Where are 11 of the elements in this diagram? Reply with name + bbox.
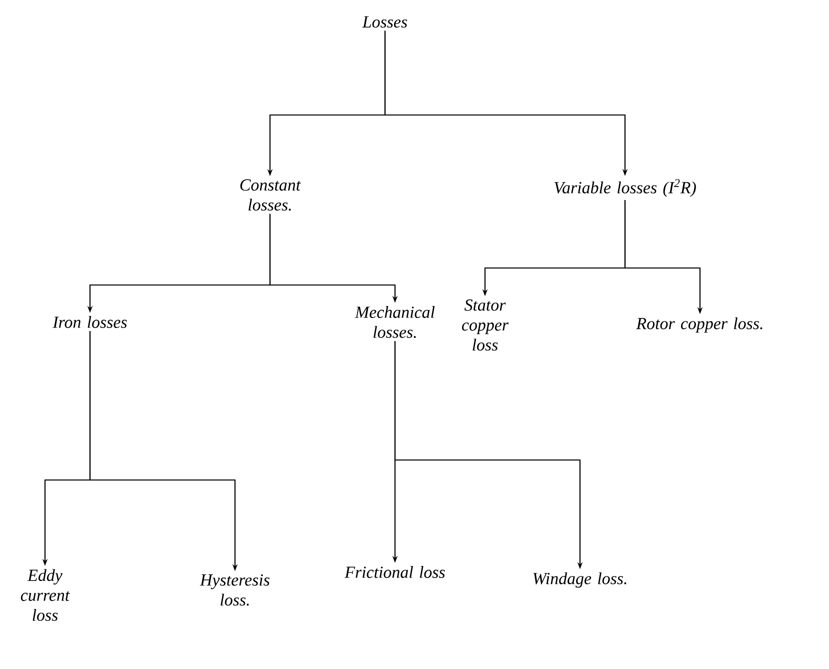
label-text: Frictional loss <box>344 566 445 578</box>
label-text: Rotor copper loss. <box>636 317 762 333</box>
label-text: Constant losses. <box>240 179 301 211</box>
label-text: Mechanical losses. <box>354 306 435 338</box>
label-text: Stator copper loss <box>462 299 509 351</box>
label-text: Hysteresis loss. <box>200 574 270 606</box>
label-text: Iron losses <box>52 316 127 328</box>
label-text: Losses <box>362 16 408 28</box>
label-text: Eddy current loss <box>20 569 70 621</box>
label-text: Variable losses (I$^{2}$R) <box>554 179 696 197</box>
label-text: Windage loss. <box>533 572 626 588</box>
